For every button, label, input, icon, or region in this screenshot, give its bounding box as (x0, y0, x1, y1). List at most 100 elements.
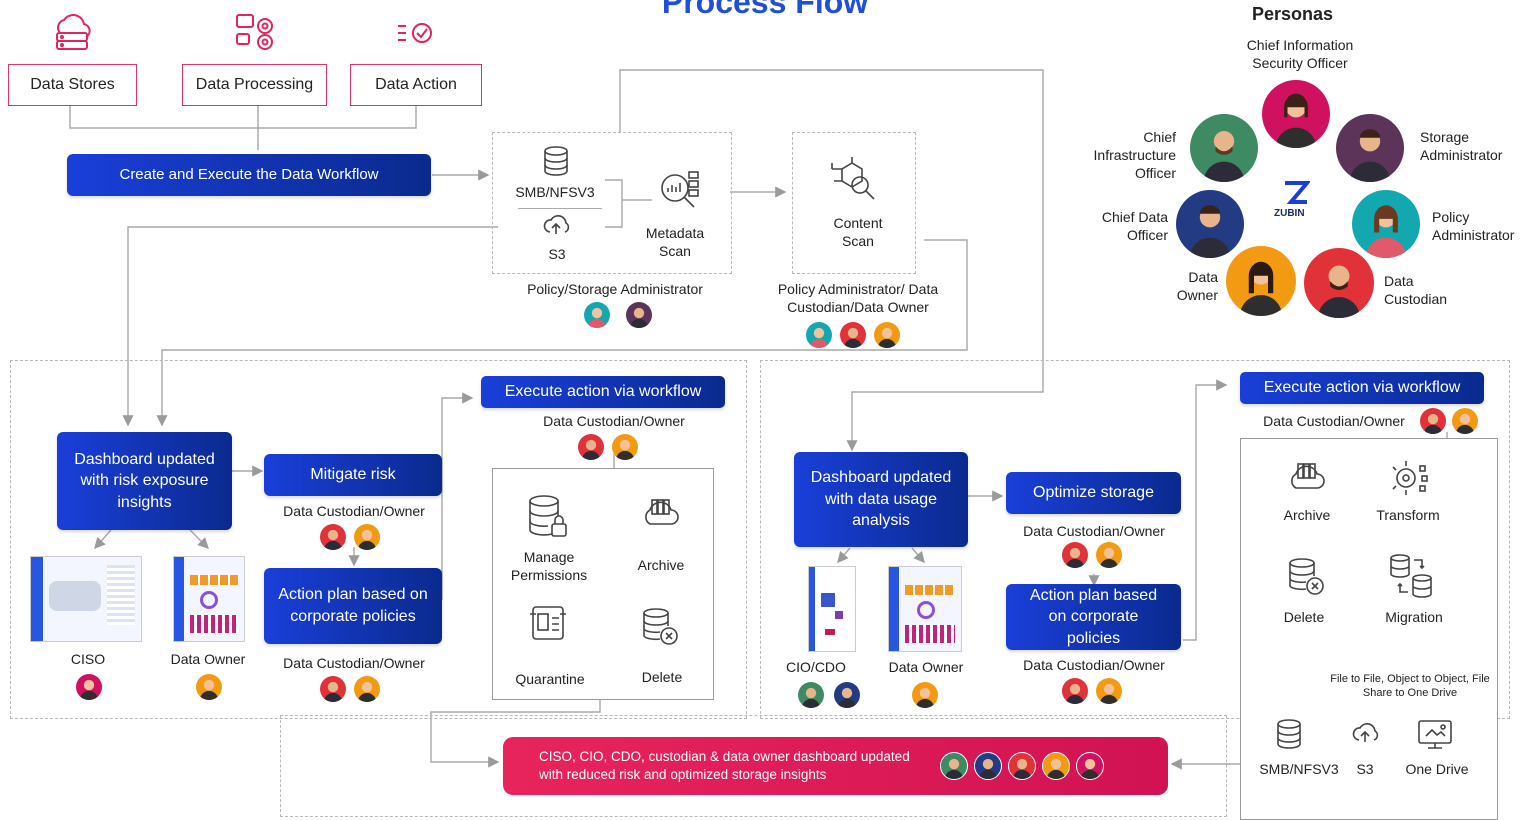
avatar-custodian-2 (320, 524, 346, 550)
create-workflow-box: Create and Execute the Data Workflow (67, 154, 431, 196)
data-stores-box: Data Stores (8, 64, 137, 106)
avatar-infra-1 (798, 682, 824, 708)
avatar-custodian-4 (578, 434, 604, 460)
page-title: Process Flow (661, 0, 869, 20)
risk-execute-box: Execute action via workflow (481, 376, 725, 408)
storage-action-migration: Migration (1385, 609, 1443, 625)
persona-data-owner-avatar (1226, 246, 1296, 316)
risk-custodian-label-1: Data Custodian/Owner (283, 503, 425, 519)
personas-title: Personas (1252, 4, 1334, 24)
storage-action-transform: Transform (1376, 507, 1440, 523)
risk-action-plan-box: Action plan based on corporate policies (264, 568, 442, 644)
storage-action-plan-box: Action plan based on corporate policies (1006, 584, 1181, 650)
persona-cdo-avatar (1176, 190, 1244, 258)
avatar-policy-admin-2 (806, 322, 832, 348)
avatar-owner-9 (1452, 408, 1478, 434)
delete-database-icon (643, 608, 678, 645)
metadata-scan-icon (661, 171, 699, 208)
archive-icon-2 (1291, 463, 1325, 489)
migration-note: File to File, Object to Object, File Sha… (1330, 673, 1490, 700)
content-scan-label: Content Scan (833, 215, 883, 250)
avatar-custodian-6 (1062, 678, 1088, 704)
persona-policy-admin-label: Policy Administrator (1432, 209, 1515, 244)
persona-cdo-label: Chief Data Officer (1101, 209, 1168, 244)
avatar-ciso-1 (76, 674, 102, 700)
storage-section (760, 360, 1510, 719)
risk-custodian-label-3: Data Custodian/Owner (543, 413, 685, 429)
smb-database-icon (1277, 719, 1301, 749)
persona-data-owner-label: Data Owner (1176, 269, 1218, 304)
storage-custodian-label-3: Data Custodian/Owner (1263, 413, 1405, 429)
avatar-owner-2 (354, 524, 380, 550)
avatar-owner-1 (874, 322, 900, 348)
avatar-owner-8 (912, 682, 938, 708)
risk-owner-dashboard-thumbnail (173, 556, 245, 642)
content-scan-icon (831, 157, 875, 200)
manage-permissions-icon (529, 495, 567, 537)
avatar-owner-6 (1096, 542, 1122, 568)
optimize-storage-box: Optimize storage (1006, 472, 1181, 514)
migration-icon (1390, 554, 1432, 598)
mitigate-risk-box: Mitigate risk (264, 454, 442, 496)
data-action-box: Data Action (350, 64, 482, 106)
storage-custodian-label-2: Data Custodian/Owner (1023, 657, 1165, 673)
metadata-role-label: Policy/Storage Administrator (527, 281, 703, 297)
persona-ciso-label: Chief Information Security Officer (1246, 37, 1354, 72)
quarantine-icon (530, 606, 566, 640)
risk-action-quarantine: Quarantine (515, 671, 585, 687)
delete-database-icon-2 (1289, 558, 1324, 595)
avatar-final-cdo (974, 752, 1002, 780)
risk-dashboard-box: Dashboard updated with risk exposure ins… (57, 432, 232, 530)
risk-custodian-label-2: Data Custodian/Owner (283, 655, 425, 671)
avatar-custodian-7 (1420, 408, 1446, 434)
final-dashboard-text: CISO, CIO, CDO, custodian & data owner d… (539, 749, 910, 782)
persona-infra-label: Chief Infrastructure Officer (1093, 129, 1176, 182)
final-dashboard-box: CISO, CIO, CDO, custodian & data owner d… (503, 737, 1168, 795)
avatar-custodian-3 (320, 676, 346, 702)
avatar-cdo-1 (834, 682, 860, 708)
archive-icon (645, 499, 679, 525)
storage-action-delete: Delete (1283, 609, 1325, 625)
data-processing-box: Data Processing (182, 64, 327, 106)
ciso-label: CISO (70, 651, 106, 667)
cloud-server-icon (56, 14, 91, 50)
data-action-icon (398, 23, 432, 43)
avatar-policy-admin-1 (584, 302, 610, 328)
target-onedrive-label: One Drive (1405, 761, 1469, 777)
avatar-custodian-5 (1062, 542, 1088, 568)
risk-owner-label: Data Owner (170, 651, 246, 667)
target-smb-label: SMB/NFSV3 (1259, 761, 1339, 777)
cio-label: CIO/CDO (786, 659, 846, 675)
storage-owner-label: Data Owner (888, 659, 964, 675)
avatar-owner-5 (612, 434, 638, 460)
avatar-owner-4 (196, 674, 222, 700)
data-processing-icon (236, 14, 273, 50)
onedrive-icon (1418, 720, 1452, 749)
persona-storage-admin-label: Storage Administrator (1420, 129, 1503, 164)
avatar-owner-3 (354, 676, 380, 702)
risk-actions-panel (492, 468, 714, 700)
metadata-scan-label: Metadata Scan (645, 225, 705, 260)
avatar-final-owner (1042, 752, 1070, 780)
ciso-dashboard-thumbnail (30, 556, 142, 642)
risk-section (10, 360, 747, 719)
database-icon (544, 146, 568, 176)
metadata-divider (518, 208, 602, 209)
persona-infra-avatar (1190, 114, 1258, 182)
persona-custodian-label: Data Custodian (1384, 273, 1448, 308)
persona-policy-admin-avatar (1352, 190, 1420, 258)
avatar-storage-admin-1 (626, 302, 652, 328)
s3-cloud-icon (1352, 723, 1379, 742)
storage-custodian-label-1: Data Custodian/Owner (1023, 523, 1165, 539)
metadata-section (492, 132, 732, 274)
persona-ciso-avatar (1262, 80, 1330, 148)
metadata-smb-label: SMB/NFSV3 (515, 184, 595, 200)
content-role-label: Policy Administrator/ Data Custodian/Dat… (777, 281, 939, 316)
transform-icon (1392, 461, 1428, 495)
storage-dashboard-box: Dashboard updated with data usage analys… (794, 452, 968, 547)
avatar-custodian-1 (840, 322, 866, 348)
zubin-logo-text: ZUBIN (1274, 208, 1305, 219)
storage-action-archive: Archive (1283, 507, 1331, 523)
risk-action-manage: Manage Permissions (510, 549, 588, 584)
cio-dashboard-thumbnail (808, 566, 856, 652)
